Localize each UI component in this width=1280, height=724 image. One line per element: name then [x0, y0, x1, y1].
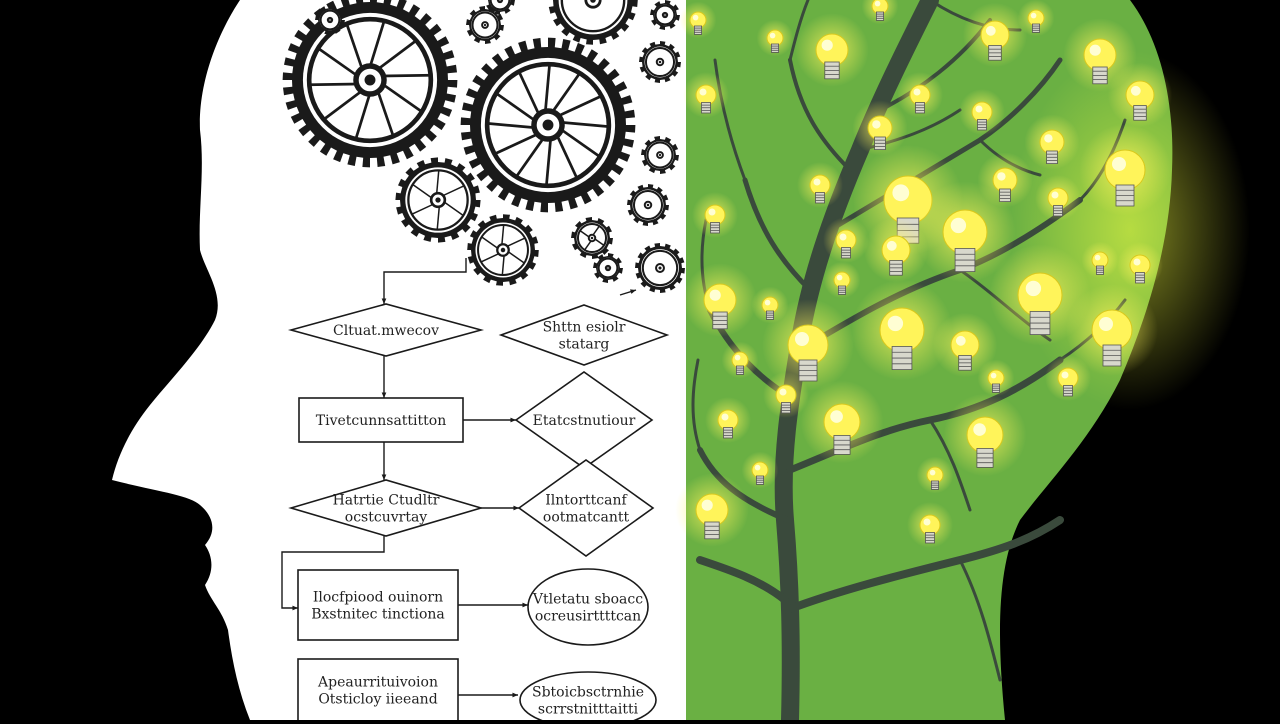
flowchart: Cltuat.mwecov Shttn esiolrstatargTivetcun… — [281, 258, 670, 724]
flowchart-connector — [383, 258, 467, 304]
lightbulb-icon — [962, 2, 1028, 68]
lightbulb-icon — [823, 261, 861, 299]
flowchart-node-label: scrrstnitttaitti — [538, 702, 639, 718]
lightbulb-icon — [797, 162, 843, 208]
lightbulb-icon — [721, 341, 759, 379]
lightbulb-icon — [1081, 241, 1119, 279]
flowchart-node-label: Bxstnitec tinctiona — [311, 607, 445, 623]
flowchart-node-label: Etatcstnutiour — [533, 413, 636, 429]
lightbulb-icon — [943, 393, 1027, 477]
lightbulb-icon — [741, 451, 779, 489]
lightbulb-icon — [1035, 175, 1081, 221]
lightbulb-icon — [1117, 242, 1163, 288]
lightbulb-icon — [932, 312, 998, 378]
lightbulbs — [675, 0, 1173, 548]
gear-icon — [641, 136, 679, 174]
gear-icon — [315, 5, 345, 35]
gear-icon — [548, 0, 638, 45]
flowchart-node-label: Ilntorttcanf — [545, 493, 628, 509]
lightbulb-icon — [1107, 62, 1173, 128]
lightbulb-icon — [679, 1, 717, 39]
gear-icon — [467, 214, 539, 286]
lightbulb-icon — [762, 299, 854, 391]
flowchart-node-label: Hatrtie Ctudltr — [333, 493, 440, 509]
lightbulb-icon — [851, 279, 953, 381]
lightbulb-icon — [897, 72, 943, 118]
lightbulb-icon — [1017, 0, 1055, 37]
flowchart-node-label: Sbtoicbsctrnhie — [532, 685, 644, 701]
flowchart-node-label: ocstcuvrtay — [345, 510, 428, 526]
lightbulb-icon — [914, 181, 1016, 283]
gear-icon — [395, 157, 481, 243]
flowchart-node-label: ocreusirttttcan — [535, 609, 641, 625]
lightbulb-icon — [675, 473, 749, 547]
lightbulb-icon — [763, 372, 809, 418]
gear-icon — [282, 0, 458, 168]
lightbulb-icon — [1024, 114, 1080, 170]
lightbulb-icon — [989, 244, 1091, 346]
flowchart-node-label: Apeaurrituivoion — [317, 675, 438, 691]
gear-icon — [627, 184, 669, 226]
flowchart-node-label: Vtletatu sboacc — [532, 592, 643, 608]
flowchart-node: Tivetcunnsattitton — [298, 397, 464, 443]
gear-icon — [635, 243, 685, 293]
lightbulb-icon — [1079, 124, 1171, 216]
lightbulb-icon — [756, 19, 794, 57]
lightbulb-icon — [916, 456, 954, 494]
gear-icon — [639, 41, 681, 83]
lightbulb-icon — [1066, 284, 1158, 376]
flowchart-node-label: Cltuat.mwecov — [333, 323, 439, 339]
flowchart-node-label: Ilocfpiood ouinorn — [313, 590, 443, 606]
flowchart-connector — [281, 536, 385, 609]
lightbulb-icon — [959, 89, 1005, 135]
flowchart-node: Etatcstnutiour — [514, 371, 654, 469]
lightbulb-icon — [795, 13, 869, 87]
gear-icon — [460, 37, 636, 213]
flowchart-node-label: statarg — [559, 337, 610, 353]
flowchart-node-label: Tivetcunnsattitton — [316, 413, 446, 429]
lightbulb-icon — [823, 217, 869, 263]
lightbulb-icon — [800, 380, 884, 464]
flowchart-node-label: Otsticloy iieeand — [318, 692, 437, 708]
flowchart-node: Cltuat.mwecov — [287, 303, 485, 357]
lightbulb-icon — [907, 502, 953, 548]
lightbulb-icon — [861, 0, 899, 25]
gear-icon — [466, 6, 504, 44]
flowchart-node-label: ootmatcantt — [543, 510, 630, 526]
lightbulb-icon — [683, 72, 729, 118]
gear-icon — [650, 0, 680, 30]
flowchart-node-label: Shttn esiolr — [543, 320, 626, 336]
lightbulb-icon — [977, 359, 1015, 397]
lightbulb-icon — [692, 192, 738, 238]
gears — [282, 0, 685, 293]
gear-icon — [485, 0, 515, 15]
lightbulb-icon — [852, 100, 908, 156]
lightbulb-icon — [683, 263, 757, 337]
gear-icon — [593, 253, 623, 283]
lightbulb-icon — [1045, 355, 1091, 401]
lightbulb-icon — [863, 217, 929, 283]
lightbulb-icon — [751, 286, 789, 324]
lightbulb-icon — [705, 397, 751, 443]
gear-icon — [571, 217, 613, 259]
